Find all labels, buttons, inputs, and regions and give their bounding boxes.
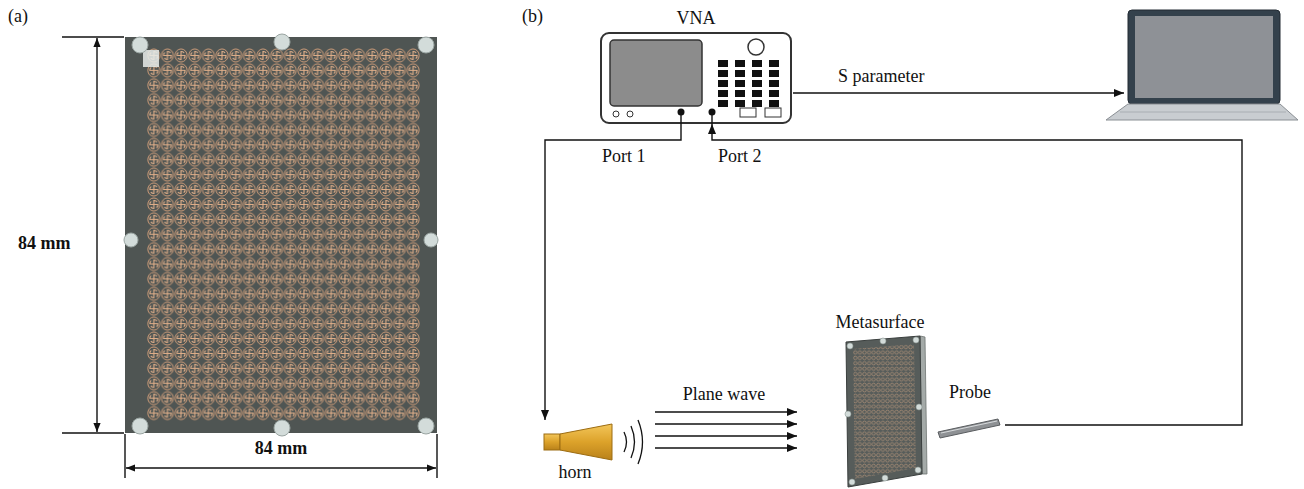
port-connector xyxy=(709,109,716,116)
waveguide xyxy=(544,434,560,450)
socket xyxy=(765,108,781,117)
probe-rod xyxy=(938,419,1000,438)
cable xyxy=(545,124,681,420)
button xyxy=(718,90,728,97)
node-outline xyxy=(830,312,930,488)
button xyxy=(769,80,779,87)
button xyxy=(718,80,728,87)
screw xyxy=(274,34,290,50)
plane-wave-arrow xyxy=(655,411,797,412)
node-label: Metasurface xyxy=(836,312,925,332)
wavefront xyxy=(624,432,627,452)
knob xyxy=(748,39,764,55)
laptop-screen xyxy=(1135,16,1273,98)
button xyxy=(769,90,779,97)
button xyxy=(718,100,728,107)
screw xyxy=(913,337,919,343)
dimension-tick xyxy=(436,434,437,478)
dimension-line xyxy=(96,38,97,432)
annotation-label: Plane wave xyxy=(683,384,765,404)
dimension-label: 84 mm xyxy=(18,233,71,253)
screw xyxy=(418,37,434,53)
screw xyxy=(124,233,138,247)
button xyxy=(752,90,762,97)
metasurface-board: Metasurface xyxy=(830,312,930,488)
laptop-lid xyxy=(1128,10,1280,104)
unit-cell-array xyxy=(853,344,916,479)
screw xyxy=(424,233,438,247)
probe-highlight xyxy=(941,421,997,433)
button xyxy=(752,100,762,107)
horn-antenna: horn xyxy=(530,420,620,486)
screw xyxy=(274,420,290,436)
annotation-label: S parameter xyxy=(838,66,924,86)
cable xyxy=(712,124,1242,425)
instrument-box: VNA xyxy=(600,8,792,124)
indicator xyxy=(627,111,633,117)
button xyxy=(735,90,745,97)
button xyxy=(735,70,745,77)
screw xyxy=(845,411,851,417)
screw xyxy=(418,418,434,434)
dimension-line xyxy=(126,467,436,468)
indicator xyxy=(613,111,619,117)
sticker xyxy=(143,50,159,67)
button xyxy=(752,80,762,87)
probe: Probe xyxy=(935,382,1005,440)
button xyxy=(769,60,779,67)
screw xyxy=(847,343,853,349)
button xyxy=(752,70,762,77)
data-arrow xyxy=(793,92,1124,93)
plane-wave-arrow xyxy=(655,435,797,436)
button xyxy=(718,70,728,77)
dimension-tick xyxy=(62,36,124,37)
dimension-tick xyxy=(124,434,125,478)
button xyxy=(769,100,779,107)
node-label: VNA xyxy=(677,8,716,28)
instrument-case xyxy=(601,33,791,123)
board-photo xyxy=(125,37,437,433)
dimension-label: 84 mm xyxy=(255,438,308,458)
annotation-label: (b) xyxy=(522,6,543,26)
node-label: horn xyxy=(559,462,592,482)
wavefront xyxy=(638,420,643,464)
instrument-screen xyxy=(610,40,702,106)
board xyxy=(846,336,922,487)
screw xyxy=(880,338,886,344)
screw xyxy=(916,404,922,410)
node-label: Probe xyxy=(949,382,991,402)
button xyxy=(735,60,745,67)
button xyxy=(718,60,728,67)
horn-flare xyxy=(560,424,612,460)
button xyxy=(769,70,779,77)
unit-cell-array xyxy=(147,48,420,421)
socket xyxy=(740,108,756,117)
annotation-label: (a) xyxy=(8,6,28,26)
screw xyxy=(132,37,148,53)
wavefront xyxy=(631,426,635,458)
laptop-keyboard xyxy=(1120,112,1286,113)
port-label: Port 1 xyxy=(602,146,646,166)
port-label: Port 2 xyxy=(718,146,762,166)
button xyxy=(752,60,762,67)
plane-wave-arrow xyxy=(655,447,797,448)
plane-wave-arrow xyxy=(655,423,797,424)
port-connector xyxy=(678,109,685,116)
button xyxy=(735,100,745,107)
screw xyxy=(132,418,148,434)
screw xyxy=(849,479,855,485)
screw xyxy=(882,475,888,481)
dimension-tick xyxy=(62,432,124,433)
laptop-base xyxy=(1106,104,1298,120)
button xyxy=(735,80,745,87)
screw xyxy=(915,467,921,473)
